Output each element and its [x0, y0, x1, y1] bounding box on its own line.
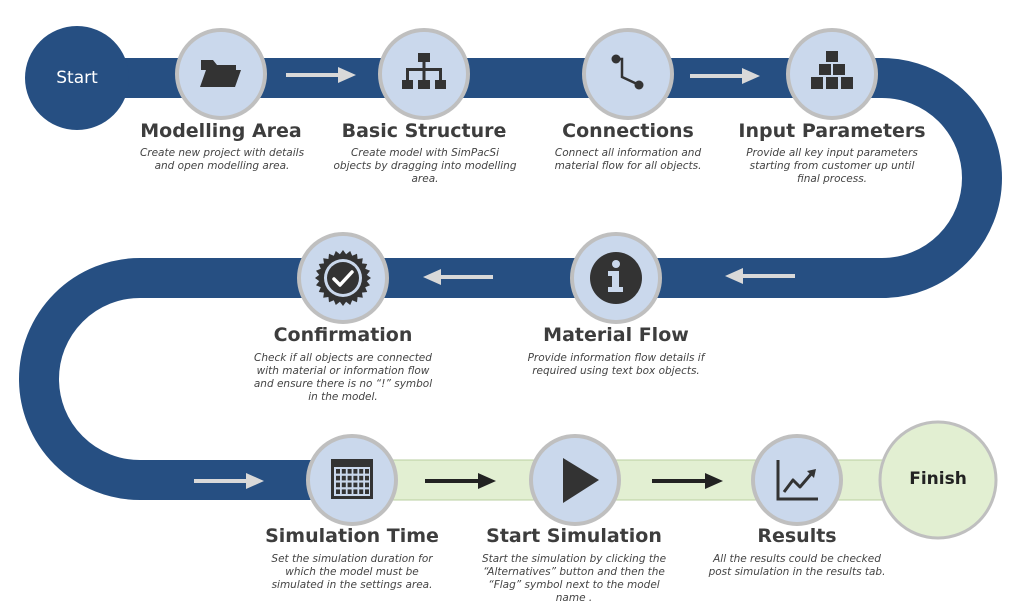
- play-icon: [563, 458, 599, 503]
- calendar-cell: [353, 489, 358, 494]
- step-node-modelling-area: [175, 28, 267, 120]
- step-title-connections: Connections: [562, 120, 694, 142]
- step-title-modelling-area: Modelling Area: [140, 120, 302, 142]
- step-title-confirmation: Confirmation: [273, 324, 413, 346]
- step-node-material-flow: [570, 232, 662, 324]
- step-desc-start-simulation: Start the simulation by clicking the “Al…: [481, 553, 667, 604]
- calendar-cell: [359, 482, 364, 488]
- step-node-input-parameters: [786, 28, 878, 120]
- calendar-cell: [353, 475, 358, 481]
- calendar-cell: [353, 469, 358, 474]
- arrow-left: [423, 269, 493, 285]
- calendar-cell: [347, 475, 352, 481]
- finish-node: [878, 420, 998, 540]
- step-desc-material-flow: Provide information flow details if requ…: [527, 352, 705, 377]
- step-node-simulation-time: [306, 434, 398, 526]
- calendar-icon: [331, 459, 373, 499]
- step-desc-simulation-time: Set the simulation duration for which th…: [271, 553, 433, 591]
- calendar-cell: [359, 475, 364, 481]
- calendar-cell: [347, 489, 352, 494]
- step-desc-modelling-area: Create new project with details and open…: [139, 147, 305, 172]
- step-desc-connections: Connect all information and material flo…: [554, 147, 702, 172]
- step-desc-results: All the results could be checked post si…: [708, 553, 886, 578]
- finish-label: Finish: [909, 469, 967, 489]
- arrow-right: [286, 67, 356, 83]
- calendar-cell: [365, 475, 369, 481]
- arrow-right-dark: [652, 473, 723, 489]
- calendar-cell: [341, 475, 346, 481]
- calendar-cell: [336, 489, 340, 494]
- process-track: [19, 58, 1002, 500]
- boxes-icon: [811, 51, 853, 89]
- direction-arrows: [194, 67, 795, 489]
- step-desc-confirmation: Check if all objects are connected with …: [253, 352, 433, 403]
- calendar-cell: [365, 489, 369, 494]
- chart-icon: [776, 460, 818, 501]
- step-title-basic-structure: Basic Structure: [341, 120, 507, 142]
- hierarchy-icon: [402, 53, 446, 89]
- step-title-results: Results: [757, 525, 837, 547]
- step-title-simulation-time: Simulation Time: [265, 525, 439, 547]
- connection-icon: [611, 54, 644, 90]
- arrow-right: [690, 68, 760, 84]
- step-node-confirmation: [297, 232, 389, 324]
- step-node-basic-structure: [378, 28, 470, 120]
- start-node: [25, 26, 129, 130]
- calendar-cell: [353, 482, 358, 488]
- step-desc-basic-structure: Create model with SimPacSi objects by dr…: [333, 147, 517, 185]
- calendar-cell: [365, 469, 369, 474]
- folder-icon: [200, 60, 241, 87]
- arrow-right-dark: [425, 473, 496, 489]
- step-node-connections: [582, 28, 674, 120]
- calendar-cell: [347, 482, 352, 488]
- start-label: Start: [56, 68, 98, 88]
- arrow-right: [194, 473, 264, 489]
- step-desc-input-parameters: Provide all key input parameters startin…: [746, 147, 918, 185]
- calendar-cell: [341, 489, 346, 494]
- calendar-cell: [365, 482, 369, 488]
- calendar-cell: [336, 475, 340, 481]
- calendar-cell: [336, 469, 340, 474]
- step-node-start-simulation: [529, 434, 621, 526]
- calendar-cell: [347, 469, 352, 474]
- calendar-cell: [336, 482, 340, 488]
- step-title-start-simulation: Start Simulation: [486, 525, 662, 547]
- info-icon: [590, 252, 642, 304]
- check-badge-icon: [315, 250, 371, 306]
- calendar-cell: [341, 482, 346, 488]
- arrow-left: [725, 268, 795, 284]
- step-node-results: [751, 434, 843, 526]
- calendar-cell: [359, 469, 364, 474]
- step-title-input-parameters: Input Parameters: [738, 120, 926, 142]
- step-title-material-flow: Material Flow: [543, 324, 689, 346]
- calendar-cell: [359, 489, 364, 494]
- calendar-cell: [341, 469, 346, 474]
